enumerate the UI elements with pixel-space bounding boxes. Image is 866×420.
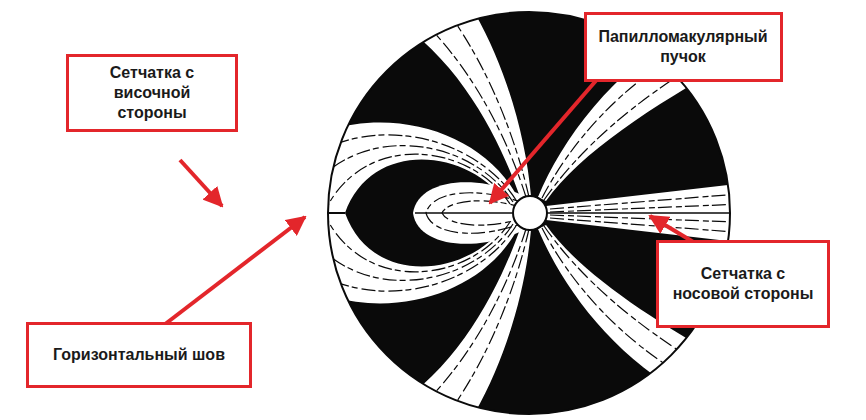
leader-arrows (160, 76, 700, 328)
callout-box: Горизонтальный шов (26, 322, 252, 388)
callout-text: Сетчатка с височной стороны (79, 63, 225, 123)
callout-text: Папилломакулярный пучок (597, 27, 770, 67)
optic-disc (513, 196, 547, 230)
callout-text: Сетчатка с носовой стороны (669, 264, 817, 304)
callout-box: Сетчатка с височной стороны (66, 54, 238, 132)
callout-text: Горизонтальный шов (53, 345, 225, 365)
nerve-fibers (228, 8, 840, 418)
callout-box: Папилломакулярный пучок (584, 12, 783, 82)
callout-box: Сетчатка с носовой стороны (656, 240, 830, 328)
